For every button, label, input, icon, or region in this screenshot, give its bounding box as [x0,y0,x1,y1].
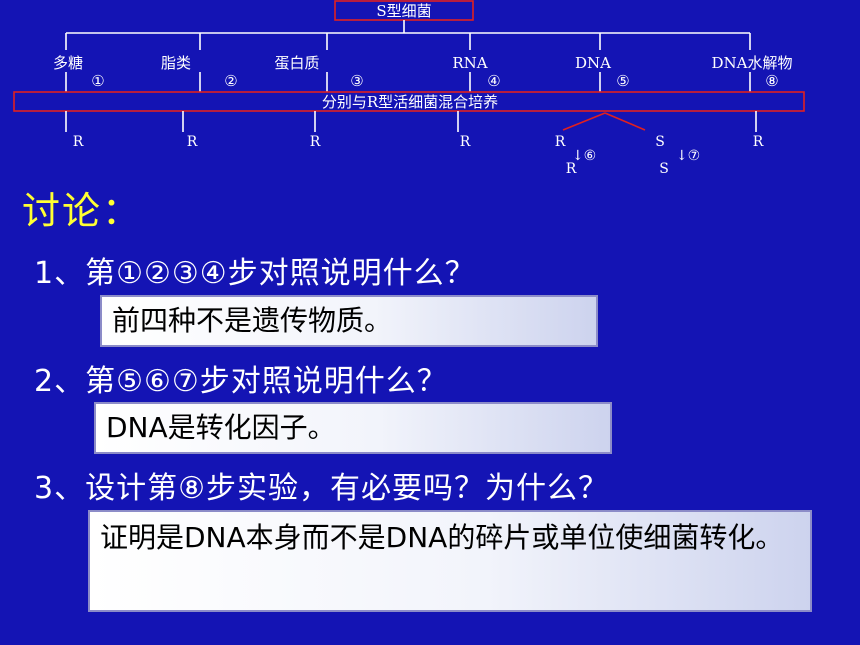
result-r-1: R [73,134,84,150]
answer-3-box: 证明是DNA本身而不是DNA的碎片或单位使细菌转化。 [88,510,812,612]
result-s: S [655,134,665,150]
step-marker-8: ⑧ [765,72,778,90]
component-polysaccharide: 多糖 [53,54,83,72]
dna-split-lines [562,112,646,131]
answer-2-text: DNA是转化因子。 [106,411,336,444]
step-marker-3: ③ [350,72,363,90]
question-3: 3、设计第⑧步实验，有必要吗？为什么？ [34,471,609,506]
sub-result-r: R [566,161,577,177]
step-lines [65,72,751,92]
sub-result-s: S [659,161,669,177]
step-marker-4: ④ [487,72,500,90]
component-protein: 蛋白质 [274,54,319,72]
s-bacteria-label: S型细菌 [376,2,431,20]
component-dna-hydrolysate: DNA水解物 [712,54,793,72]
answer-2-box: DNA是转化因子。 [94,402,612,454]
branch-lines [65,33,751,50]
result-lines [65,111,757,132]
component-rna: RNA [452,54,487,72]
answer-3-text: 证明是DNA本身而不是DNA的碎片或单位使细菌转化。 [100,521,784,554]
component-dna: DNA [575,54,611,72]
result-r-3: R [310,134,321,150]
step-marker-1: ① [91,72,104,90]
result-r-4: R [460,134,471,150]
step-marker-5: ⑤ [616,72,629,90]
component-lipid: 脂类 [161,54,191,72]
result-r-2: R [187,134,198,150]
question-2: 2、第⑤⑥⑦步对照说明什么？ [34,364,448,399]
result-r-5: R [555,134,566,150]
sub-step-7: ↓⑦ [676,148,700,164]
mix-box [13,91,805,112]
answer-1-box: 前四种不是遗传物质。 [100,295,598,347]
step-marker-2: ② [224,72,237,90]
result-r-8: R [753,134,764,150]
experiment-diagram: S型细菌 多糖 脂类 蛋白质 RNA DNA DNA水解物 ① ② ③ ④ ⑤ … [13,0,805,177]
mix-label: 分别与R型活细菌混合培养 [322,93,498,111]
answer-1-text: 前四种不是遗传物质。 [112,304,393,337]
question-1: 1、第①②③④步对照说明什么？ [34,256,476,291]
sub-step-6: ↓⑥ [572,148,596,164]
discussion-title: 讨论： [22,189,143,233]
